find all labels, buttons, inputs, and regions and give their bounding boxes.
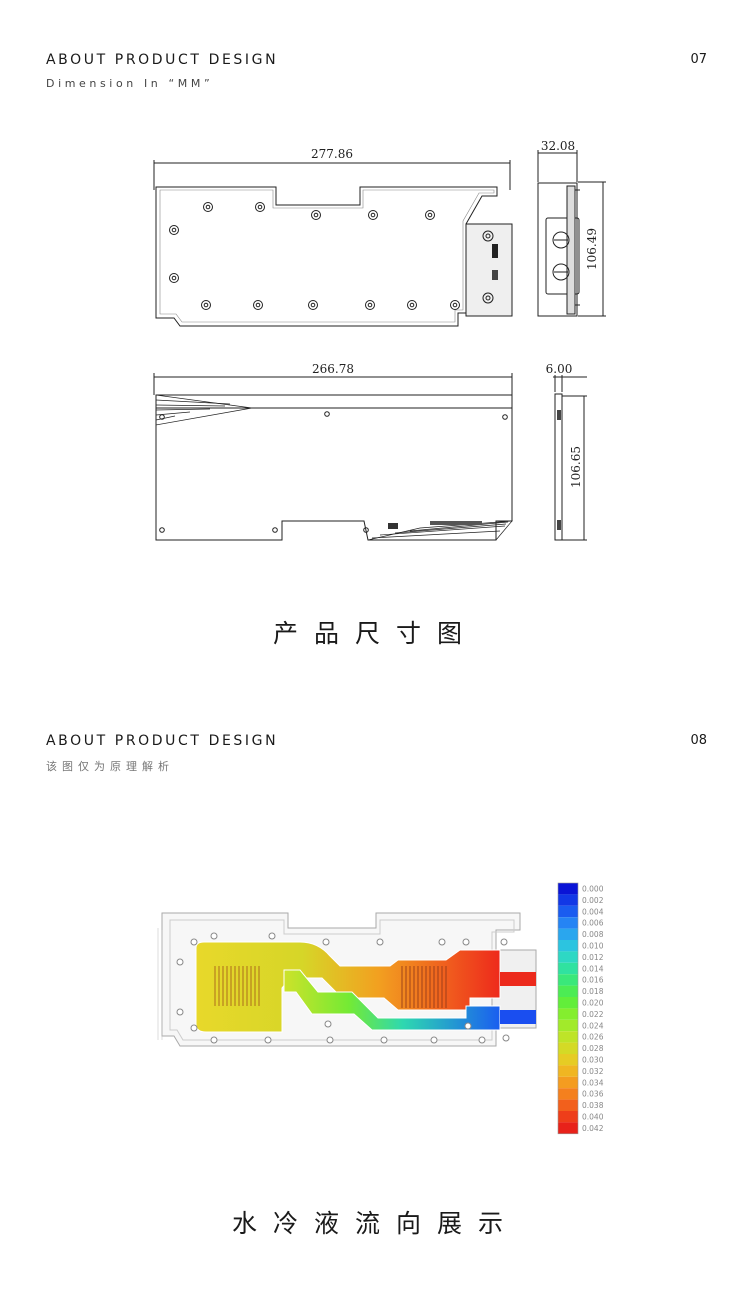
dimension-section: ABOUT PRODUCT DESIGN Dimension In “MM” 0…	[46, 52, 707, 648]
legend-value: 0.004	[582, 907, 604, 916]
legend-swatch	[558, 962, 578, 975]
legend-value: 0.026	[582, 1033, 604, 1042]
legend-value: 0.030	[582, 1056, 604, 1065]
legend-swatch	[558, 951, 578, 963]
legend-value: 0.028	[582, 1044, 604, 1053]
legend-swatch	[558, 1031, 578, 1043]
legend-swatch	[558, 905, 578, 918]
legend-value: 0.022	[582, 1010, 604, 1019]
section-subtitle: 该图仅为原理解析	[46, 760, 174, 773]
legend-swatch	[558, 917, 578, 929]
dim-bottom-width: 266.78	[312, 362, 354, 376]
legend-value: 0.020	[582, 999, 604, 1008]
legend-swatch	[558, 997, 578, 1009]
legend-swatch	[558, 1019, 578, 1032]
legend-value: 0.016	[582, 976, 604, 985]
dim-bottom-thickness: 6.00	[546, 362, 573, 376]
side-view-bottom	[553, 375, 587, 541]
legend-swatch	[558, 1065, 578, 1077]
legend-swatch	[558, 1076, 578, 1089]
dim-top-width: 277.86	[311, 147, 353, 161]
legend-value: 0.014	[582, 964, 604, 973]
legend-swatch	[558, 940, 578, 952]
legend-swatch	[558, 1099, 578, 1111]
legend-swatch	[558, 1088, 578, 1100]
legend-value: 0.010	[582, 942, 604, 951]
dimension-caption: 产品尺寸图	[272, 619, 478, 648]
page-number: 08	[690, 733, 707, 748]
flow-diagram: 0.000 0.002 0.004 0.006 0.008 0.010 0.012 0.014…	[157, 882, 604, 1135]
legend-value: 0.036	[582, 1090, 604, 1099]
legend-value: 0.008	[582, 930, 604, 939]
legend-swatch	[558, 1122, 578, 1134]
front-view-top	[153, 160, 513, 327]
color-legend: 0.000 0.002 0.004 0.006 0.008 0.010 0.012 0.014…	[557, 882, 604, 1135]
legend-swatch	[558, 894, 578, 906]
legend-swatch	[558, 1111, 578, 1123]
dimension-drawing: 277.86 32.08 106.49 266.78 6.00 106.65	[153, 139, 606, 541]
legend-value: 0.002	[582, 896, 604, 905]
section-subtitle: Dimension In “MM”	[46, 77, 214, 90]
legend-value: 0.006	[582, 919, 604, 928]
legend-value: 0.042	[582, 1124, 604, 1133]
legend-swatch	[558, 883, 578, 895]
section-title: ABOUT PRODUCT DESIGN	[46, 52, 279, 68]
legend-value: 0.034	[582, 1078, 604, 1087]
side-view-top	[537, 150, 606, 317]
section-title: ABOUT PRODUCT DESIGN	[46, 733, 279, 749]
dim-bottom-height: 106.65	[569, 446, 583, 488]
flow-section: ABOUT PRODUCT DESIGN 该图仅为原理解析 08	[0, 680, 751, 1291]
legend-value: 0.032	[582, 1067, 604, 1076]
page-number: 07	[690, 52, 707, 67]
legend-swatch	[558, 1042, 578, 1054]
dim-top-thickness: 32.08	[541, 139, 575, 153]
legend-value: 0.024	[582, 1021, 604, 1030]
flow-caption: 水冷液流向展示	[231, 1209, 519, 1238]
legend-frame	[557, 882, 579, 1135]
legend-value: 0.038	[582, 1101, 604, 1110]
dim-top-height: 106.49	[585, 228, 599, 270]
legend-swatch	[558, 985, 578, 997]
legend-value: 0.000	[582, 885, 604, 894]
legend-swatch	[558, 1054, 578, 1066]
back-view-bottom	[153, 373, 513, 541]
legend-value: 0.012	[582, 953, 604, 962]
legend-swatch	[558, 1008, 578, 1020]
legend-swatch	[558, 974, 578, 986]
legend-value: 0.018	[582, 987, 604, 996]
legend-swatch	[558, 928, 578, 940]
legend-value: 0.040	[582, 1113, 604, 1122]
